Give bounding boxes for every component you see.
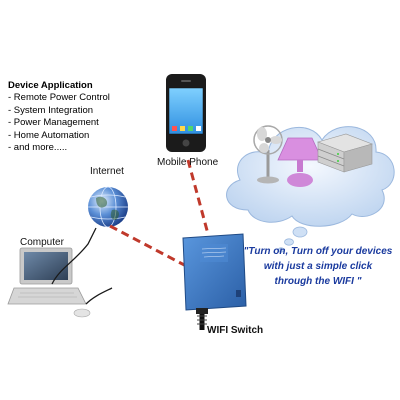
tagline-line: with just a simple click: [263, 261, 373, 272]
fan-icon: [253, 125, 283, 184]
device-application-item: - and more.....: [8, 142, 68, 154]
device-application-item: - System Integration: [8, 104, 94, 116]
computer-mouse-cable: [85, 287, 113, 305]
device-application-list: Device Application - Remote Power Contro…: [8, 80, 110, 154]
device-application-heading: Device Application: [8, 80, 93, 91]
device-application-item: - Home Automation: [8, 129, 90, 141]
wifi-switch-icon: [182, 233, 247, 330]
computer-internet-cable: [51, 227, 97, 285]
wifi-tagline: "Turn on, Turn off your devices with jus…: [243, 244, 393, 289]
mobile-phone-label: Mobile Phone: [157, 157, 219, 168]
smartphone-icon: [166, 74, 206, 152]
computer-label: Computer: [20, 237, 64, 248]
globe-icon: [88, 186, 128, 228]
tagline-line: through the WIFI ": [274, 276, 362, 287]
internet-switch-link: [109, 224, 191, 270]
internet-label: Internet: [90, 166, 124, 177]
server-rack-icon: [317, 133, 373, 173]
device-application-item: - Power Management: [8, 117, 99, 129]
device-application-item: - Remote Power Control: [8, 92, 110, 104]
phone-switch-link: [186, 159, 210, 235]
wifi-switch-label: WIFI Switch: [207, 325, 264, 336]
laptop-icon: [7, 247, 91, 318]
tagline-line: "Turn on, Turn off your devices: [243, 246, 393, 257]
